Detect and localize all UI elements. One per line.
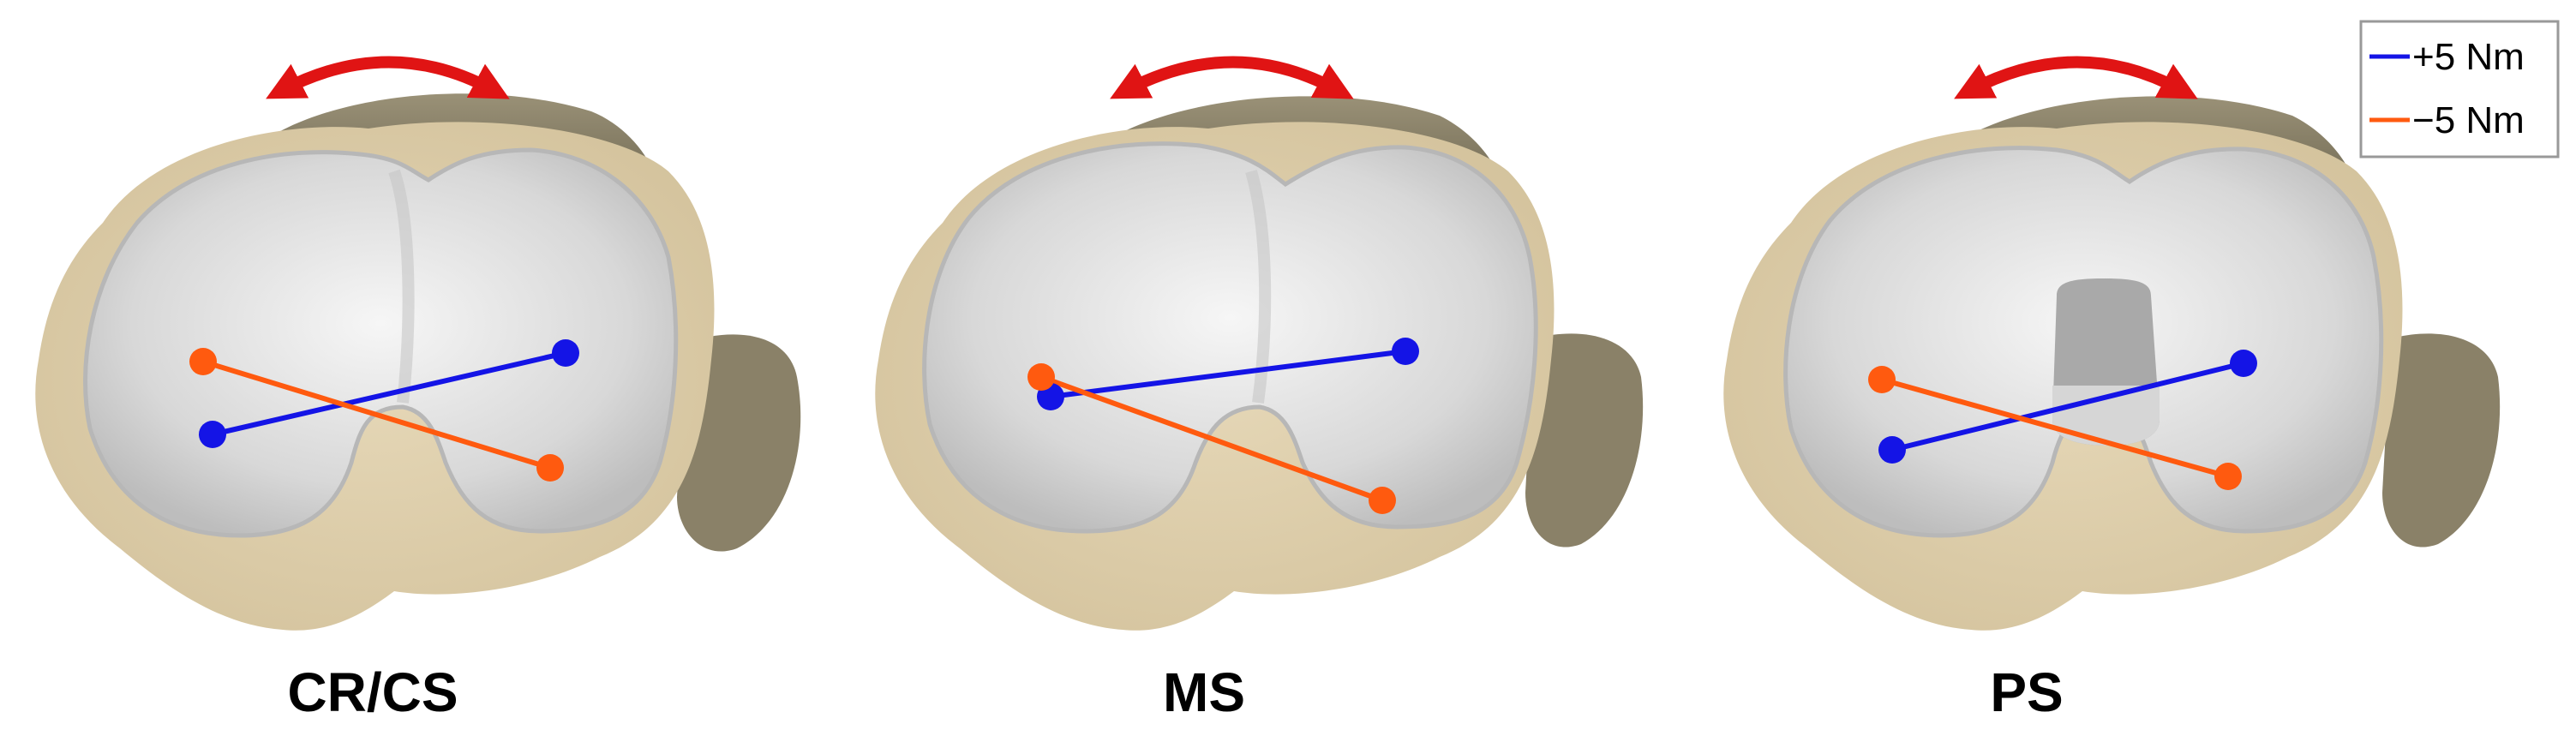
minus-5nm-line (1881, 377, 2229, 479)
minus-5nm-medial-point (1027, 363, 1055, 391)
plus-5nm-lateral-point (199, 421, 226, 448)
minus-5nm-medial-point (1868, 366, 1896, 393)
tibial-insert (83, 147, 679, 538)
plus-5nm-line (1891, 361, 2244, 452)
legend-label-minus: −5 Nm (2412, 99, 2525, 141)
rotation-arrow (1110, 56, 1354, 99)
panel-label-ps: PS (1990, 661, 2063, 723)
intercondylar-eminence (388, 169, 415, 404)
fibula-head (1525, 333, 1644, 548)
plus-5nm-line (1050, 349, 1406, 399)
legend: +5 Nm −5 Nm (2359, 20, 2560, 159)
minus-5nm-lateral-point (2214, 463, 2242, 490)
panel-label-crcs: CR/CS (287, 661, 458, 723)
intercondylar-eminence (1245, 170, 1272, 404)
panel-ms: MS (875, 56, 1644, 723)
panel-label-ms: MS (1163, 661, 1245, 723)
plus-5nm-medial-point (552, 339, 579, 367)
rotation-arrow (1954, 56, 2198, 99)
minus-5nm-line (202, 359, 551, 470)
plus-5nm-line (212, 350, 566, 437)
tibial-insert (922, 141, 1538, 534)
fibula-head (2382, 333, 2501, 548)
rotation-arrow (266, 56, 510, 99)
legend-label-plus: +5 Nm (2412, 36, 2525, 78)
minus-5nm-lateral-point (1369, 487, 1396, 514)
plus-5nm-medial-point (2230, 350, 2257, 377)
minus-5nm-medial-point (189, 348, 217, 375)
legend-box (2359, 20, 2560, 159)
panel-crcs: CR/CS (35, 56, 801, 723)
plus-5nm-medial-point (1392, 338, 1419, 365)
plus-5nm-lateral-point (1878, 436, 1906, 464)
minus-5nm-line (1039, 374, 1384, 503)
minus-5nm-lateral-point (536, 454, 564, 482)
panel-ps: PS (1723, 56, 2501, 723)
stabilizing-post-face (2052, 386, 2160, 446)
